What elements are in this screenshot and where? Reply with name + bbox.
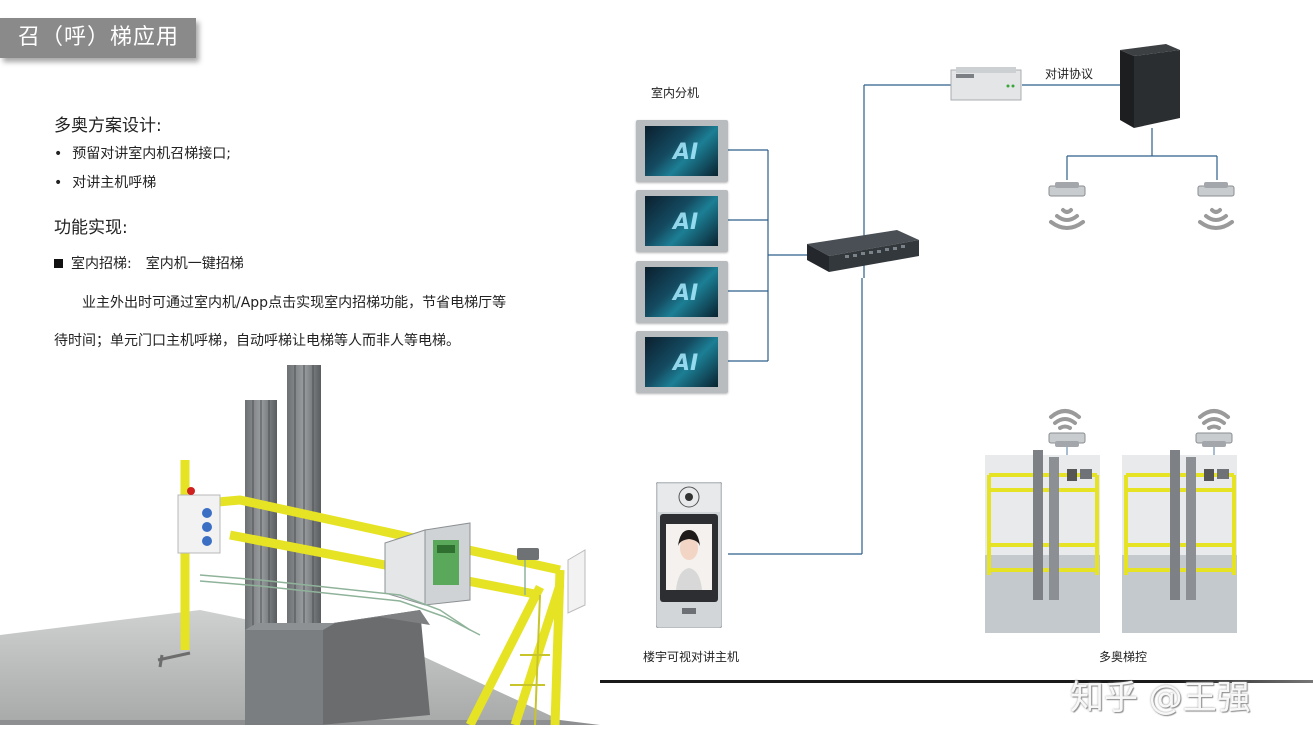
square-bullet-icon <box>54 259 63 268</box>
function-heading: 功能实现: <box>54 218 128 238</box>
bottom-divider <box>600 680 1313 683</box>
indoor-unit-3: AI <box>636 261 728 323</box>
protocol-label: 对讲协议 <box>1045 67 1094 81</box>
indoor-unit-screen: AI <box>645 126 718 176</box>
ai-screen-text: AI <box>673 210 699 235</box>
indoor-unit-screen: AI <box>645 337 718 387</box>
design-heading: 多奥方案设计: <box>54 116 162 136</box>
connection-diagram <box>728 84 1218 555</box>
ai-screen-text: AI <box>673 281 699 306</box>
page-title: 召（呼）梯应用 <box>0 18 196 58</box>
indoor-unit-screen: AI <box>645 267 718 317</box>
design-bullet-1: • 预留对讲室内机召梯接口; <box>54 143 231 163</box>
door-station-label: 楼宇可视对讲主机 <box>643 650 740 664</box>
ai-screen-text: AI <box>673 140 699 165</box>
elevator-control-1 <box>985 409 1100 633</box>
server-unit <box>1120 44 1180 128</box>
design-bullet-1-text: 预留对讲室内机召梯接口; <box>72 146 231 162</box>
elevator-shaft-render <box>0 365 600 725</box>
ai-screen-text: AI <box>673 351 699 376</box>
watermark: 知乎 @王强 <box>1070 678 1251 718</box>
function-paragraph-line-2: 待时间；单元门口主机呼梯，自动呼梯让电梯等人而非人等电梯。 <box>54 333 460 349</box>
function-item-label: 室内招梯: <box>71 256 132 272</box>
indoor-unit-1: AI <box>636 120 728 182</box>
design-bullet-2: • 对讲主机呼梯 <box>54 172 156 192</box>
function-item: 室内招梯: 室内机一键招梯 <box>54 253 244 273</box>
indoor-unit-label: 室内分机 <box>651 86 700 100</box>
card-reader-1 <box>1048 182 1086 230</box>
indoor-unit-screen: AI <box>645 196 718 246</box>
design-bullet-2-text: 对讲主机呼梯 <box>72 175 157 191</box>
controller-device <box>950 67 1022 101</box>
elevator-control-label: 多奥梯控 <box>1099 650 1148 664</box>
bullet-dot: • <box>54 175 63 191</box>
function-item-value: 室内机一键招梯 <box>145 256 244 272</box>
card-reader-2 <box>1197 182 1235 230</box>
elevator-control-2 <box>1122 409 1237 633</box>
door-station <box>656 482 722 628</box>
indoor-unit-2: AI <box>636 190 728 252</box>
network-switch <box>807 230 919 272</box>
function-paragraph-line-1: 业主外出时可通过室内机/App点击实现室内招梯功能，节省电梯厅等 <box>82 295 507 311</box>
indoor-unit-4: AI <box>636 331 728 393</box>
bullet-dot: • <box>54 146 63 162</box>
